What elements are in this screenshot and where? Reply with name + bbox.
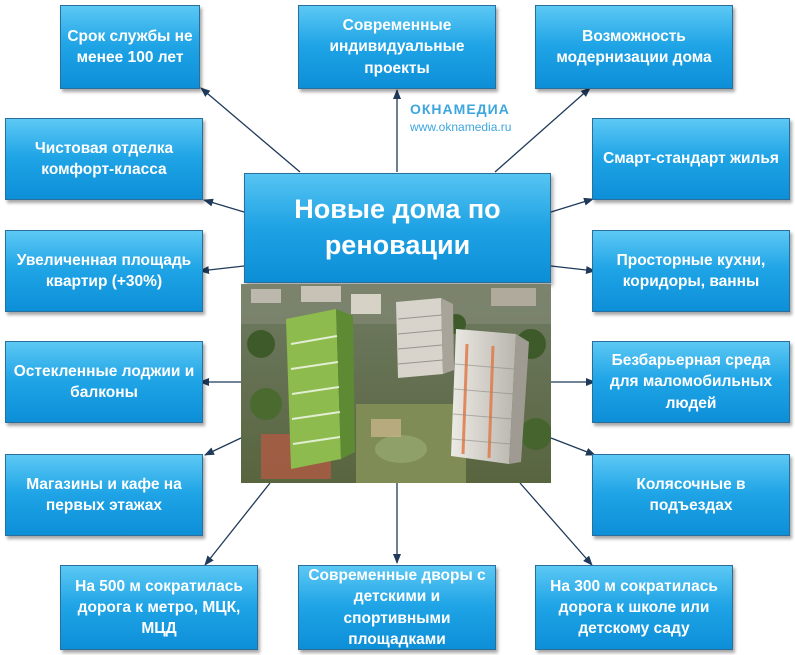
feature-barrier-free: Безбарьерная среда для маломобильных люд… xyxy=(592,341,790,423)
feature-shops-cafes: Магазины и кафе на первых этажах xyxy=(5,454,203,536)
feature-glazed-loggias: Остекленные лоджии и балконы xyxy=(5,341,203,423)
arrow-finishing xyxy=(203,198,245,213)
logo-url: www.oknamedia.ru xyxy=(410,120,512,134)
arrow-shops xyxy=(204,437,242,456)
feature-metro-distance: На 500 м сократилась дорога к метро, МЦК… xyxy=(60,565,258,650)
arrow-modernization xyxy=(494,87,591,173)
arrow-lifespan xyxy=(200,87,301,173)
aerial-photo-new-highrise-buildings xyxy=(241,284,551,483)
center-title-box: Новые дома по реновации xyxy=(244,173,551,283)
feature-finishing: Чистовая отделка комфорт-класса xyxy=(5,118,203,200)
arrow-strollers xyxy=(550,437,596,456)
feature-modern-yards: Современные дворы с детскими и спортивны… xyxy=(298,565,496,650)
feature-lifespan: Срок службы не менее 100 лет xyxy=(60,5,200,89)
oknamedia-logo: ОКНАМЕДИА www.oknamedia.ru xyxy=(410,101,540,135)
arrow-area xyxy=(199,265,245,274)
arrow-school xyxy=(519,482,593,566)
feature-school-distance: На 300 м сократилась дорога к школе или … xyxy=(535,565,733,650)
feature-smart-standard: Смарт-стандарт жилья xyxy=(592,118,790,200)
logo-name: ОКНАМЕДИА xyxy=(410,101,510,117)
feature-spacious-kitchens: Просторные кухни, коридоры, ванны xyxy=(592,230,790,312)
feature-increased-area: Увеличенная площадь квартир (+30%) xyxy=(5,230,203,312)
feature-stroller-rooms: Колясочные в подъездах xyxy=(592,454,790,536)
arrow-metro xyxy=(204,482,271,566)
feature-individual-projects: Современные индивидуальные проекты xyxy=(298,5,496,89)
feature-modernization: Возможность модернизации дома xyxy=(535,5,733,89)
arrow-smart xyxy=(550,197,594,213)
arrow-kitchens xyxy=(550,265,596,274)
